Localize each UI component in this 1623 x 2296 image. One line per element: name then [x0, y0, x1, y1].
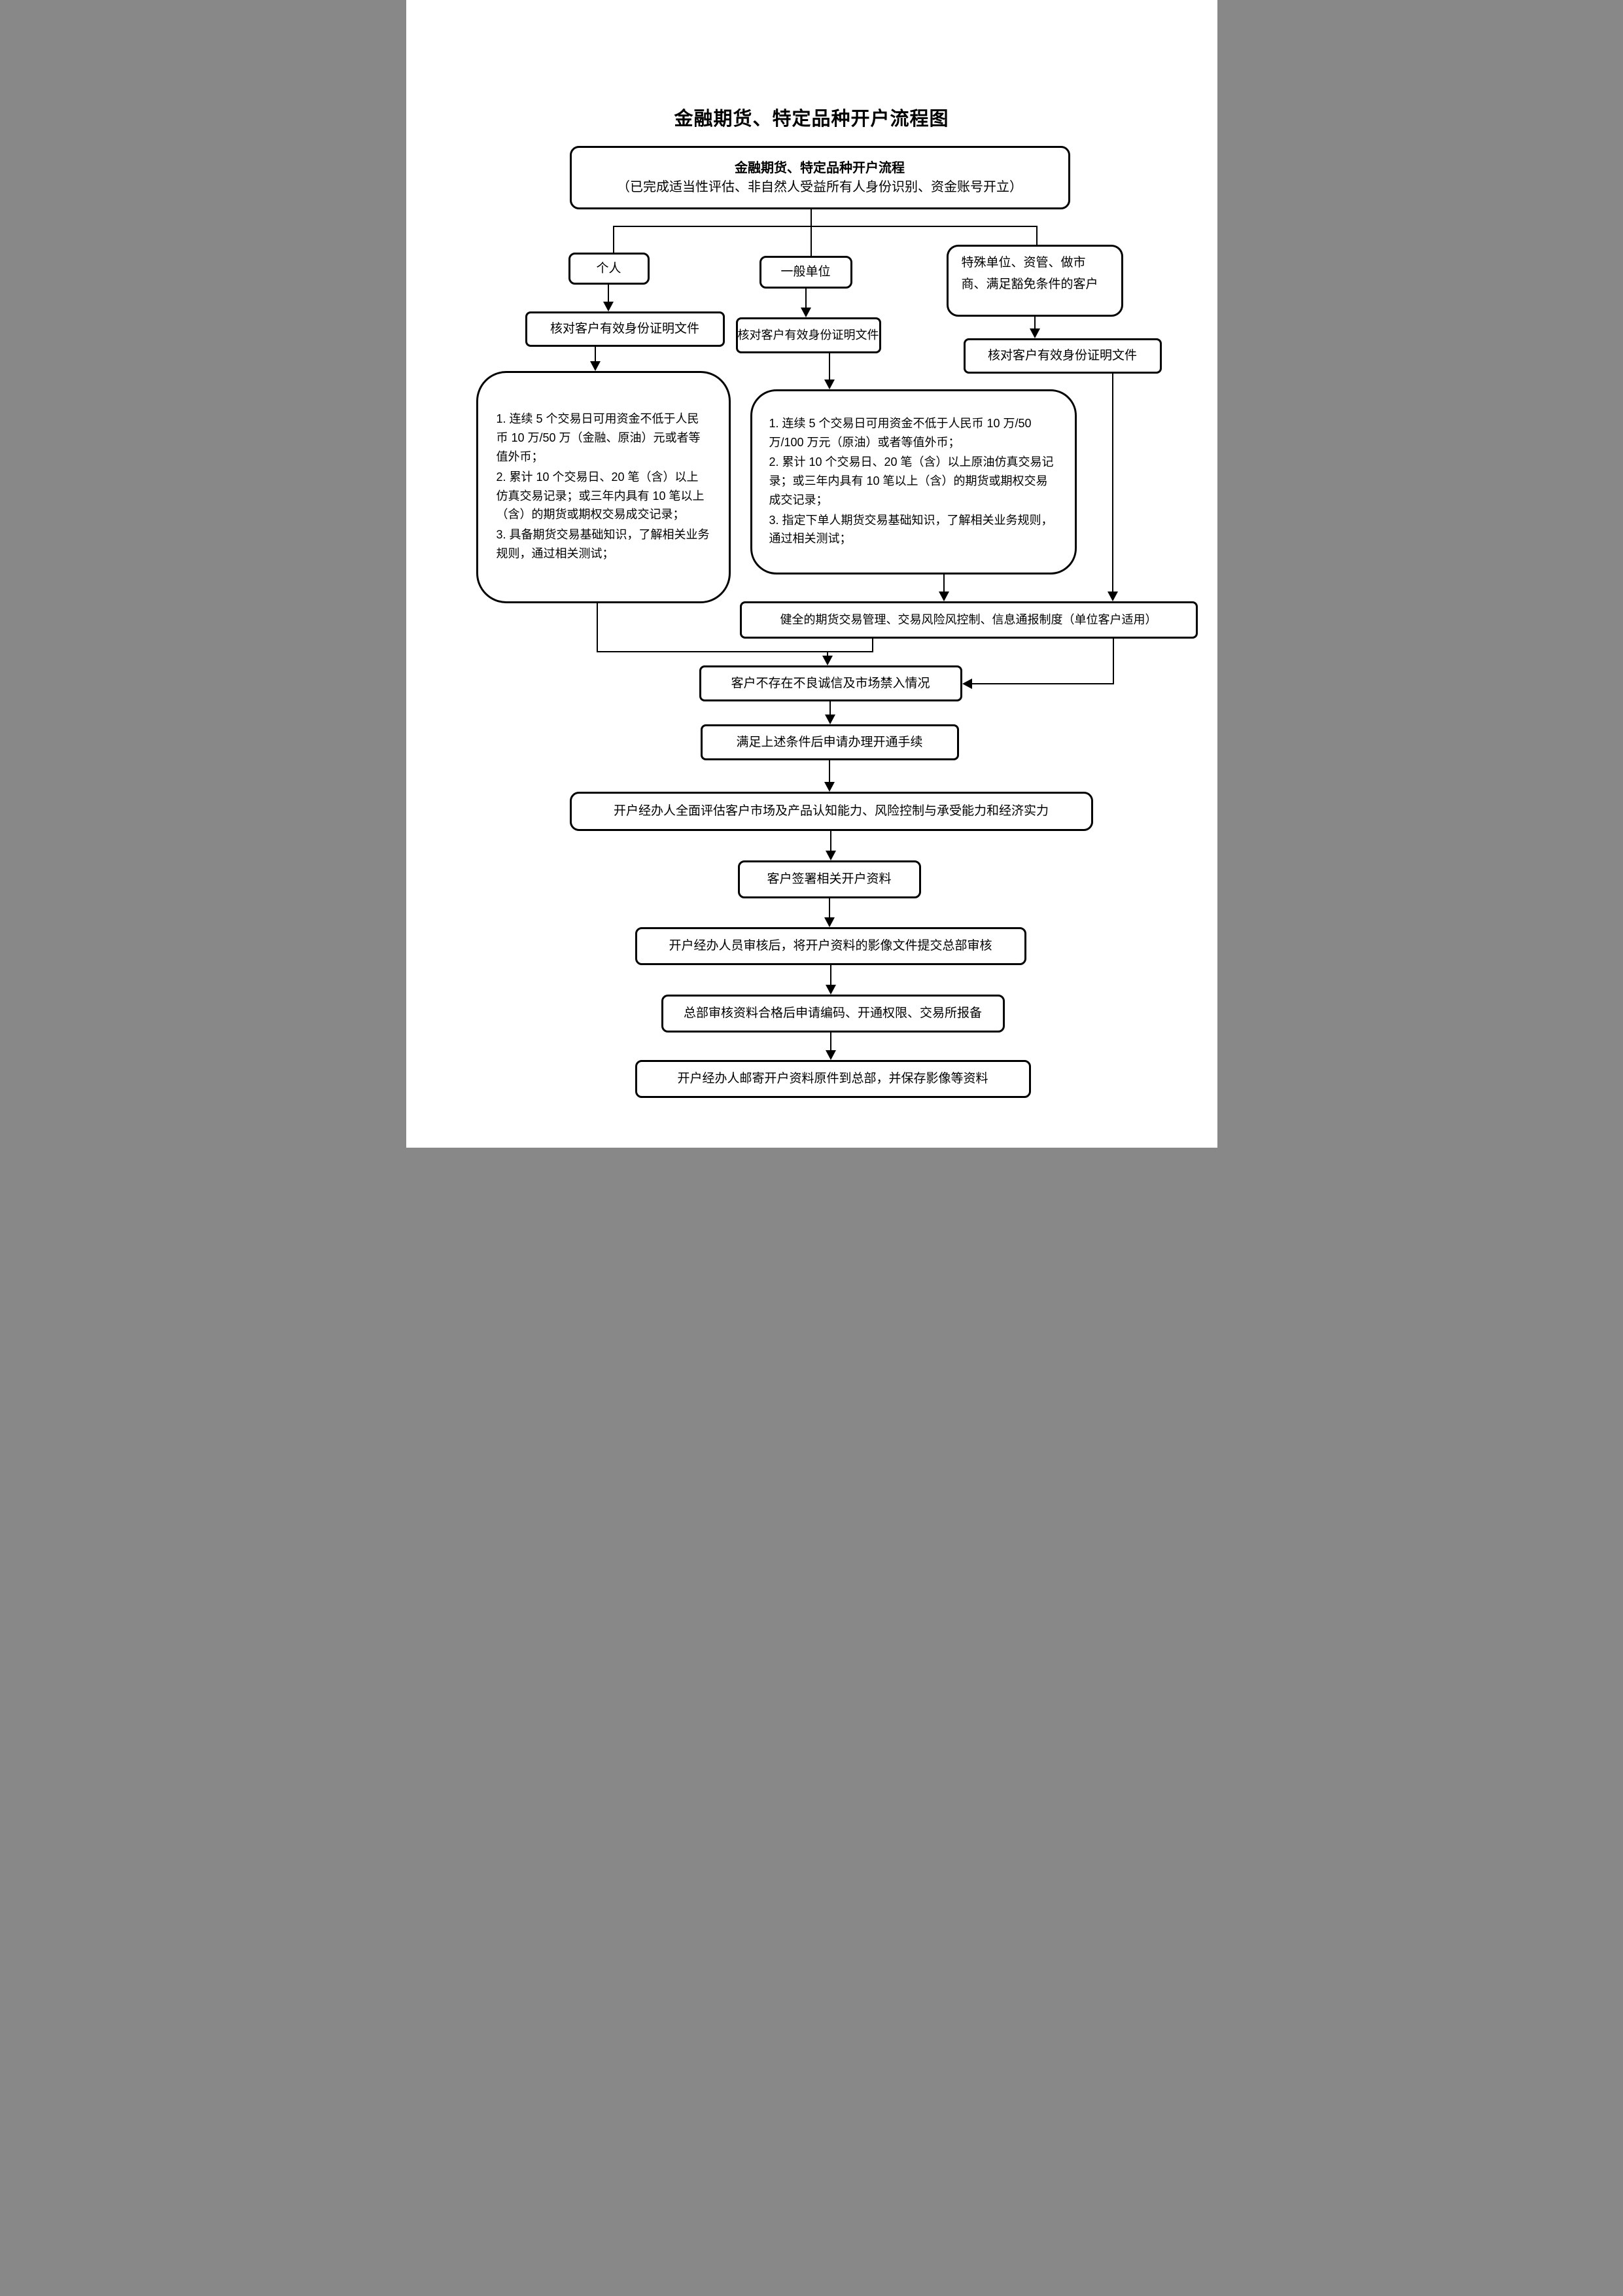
flow-line — [1112, 639, 1114, 684]
node-label: 特殊单位、资管、做市商、满足豁免条件的客户 — [961, 255, 1098, 291]
node-verify-special: 核对客户有效身份证明文件 — [963, 338, 1162, 374]
node-label: 开户经办人邮寄开户资料原件到总部，并保存影像等资料 — [677, 1072, 988, 1086]
flow-line — [971, 683, 1114, 684]
arrow-down-icon — [938, 592, 949, 601]
node-mail-docs: 开户经办人邮寄开户资料原件到总部，并保存影像等资料 — [635, 1060, 1031, 1098]
arrow-down-icon — [825, 985, 836, 995]
node-hq-review: 总部审核资料合格后申请编码、开通权限、交易所报备 — [661, 995, 1005, 1033]
criteria-item: 2. 累计 10 个交易日、20 笔（含）以上仿真交易记录；或三年内具有 10 … — [496, 470, 705, 521]
node-submit-hq: 开户经办人员审核后，将开户资料的影像文件提交总部审核 — [635, 927, 1026, 965]
flow-line — [829, 701, 831, 715]
node-label: 核对客户有效身份证明文件 — [987, 349, 1137, 363]
criteria-item: 3. 具备期货交易基础知识，了解相关业务规则，通过相关测试； — [496, 528, 710, 560]
flow-line — [829, 831, 831, 851]
node-label: 核对客户有效身份证明文件 — [550, 322, 699, 336]
arrow-down-icon — [589, 361, 601, 371]
node-label: 开户经办人员审核后，将开户资料的影像文件提交总部审核 — [669, 939, 992, 953]
node-apply-open: 满足上述条件后申请办理开通手续 — [700, 724, 959, 760]
flow-line — [607, 285, 609, 302]
flow-line — [829, 1033, 831, 1051]
node-sign: 客户签署相关开户资料 — [737, 860, 921, 898]
flow-line — [612, 226, 1038, 227]
node-criteria-general-unit: 1. 连续 5 个交易日可用资金不低于人民币 10 万/50 万/100 万元（… — [750, 389, 1077, 574]
criteria-item: 1. 连续 5 个交易日可用资金不低于人民币 10 万/50 万/100 万元（… — [769, 416, 1032, 449]
node-individual: 个人 — [568, 253, 650, 285]
node-label: 核对客户有效身份证明文件 — [737, 328, 879, 342]
arrow-down-icon — [824, 715, 835, 724]
arrow-down-icon — [602, 302, 614, 311]
flow-line — [805, 289, 807, 308]
flow-line — [943, 574, 945, 592]
page-title: 金融期货、特定品种开户流程图 — [674, 109, 949, 130]
arrow-down-icon — [824, 782, 835, 792]
arrow-down-icon — [824, 917, 835, 927]
start-title: 金融期货、特定品种开户流程 — [735, 160, 905, 175]
node-evaluate: 开户经办人全面评估客户市场及产品认知能力、风险控制与承受能力和经济实力 — [569, 792, 1093, 831]
flow-line — [828, 760, 830, 783]
arrow-down-icon — [824, 380, 835, 389]
criteria-item: 2. 累计 10 个交易日、20 笔（含）以上原油仿真交易记录；或三年内具有 1… — [769, 455, 1054, 506]
flow-line — [596, 603, 598, 652]
criteria-item: 3. 指定下单人期货交易基础知识，了解相关业务规则，通过相关测试； — [769, 513, 1053, 546]
flow-line — [828, 898, 830, 918]
node-label: 健全的期货交易管理、交易风险风控制、信息通报制度（单位客户适用） — [780, 613, 1157, 627]
start-subtitle: （已完成适当性评估、非自然人受益所有人身份识别、资金账号开立） — [617, 179, 1022, 194]
flow-line — [871, 639, 873, 652]
node-criteria-individual: 1. 连续 5 个交易日可用资金不低于人民币 10 万/50 万（金融、原油）元… — [476, 371, 731, 603]
node-label: 满足上述条件后申请办理开通手续 — [736, 735, 923, 749]
flow-line — [1111, 374, 1113, 592]
flow-line — [594, 347, 596, 362]
node-label: 一般单位 — [780, 265, 831, 279]
flow-line — [1036, 226, 1038, 245]
node-verify-individual: 核对客户有效身份证明文件 — [525, 311, 725, 347]
arrow-down-icon — [1107, 592, 1118, 601]
criteria-item: 1. 连续 5 个交易日可用资金不低于人民币 10 万/50 万（金融、原油）元… — [496, 412, 701, 463]
arrow-down-icon — [825, 851, 836, 860]
node-special: 特殊单位、资管、做市商、满足豁免条件的客户 — [946, 245, 1123, 317]
node-general-unit: 一般单位 — [759, 256, 852, 289]
node-label: 客户不存在不良诚信及市场禁入情况 — [731, 676, 930, 690]
node-no-bad-credit: 客户不存在不良诚信及市场禁入情况 — [699, 665, 962, 701]
flow-line — [810, 209, 812, 226]
node-label: 客户签署相关开户资料 — [767, 872, 892, 887]
node-label: 总部审核资料合格后申请编码、开通权限、交易所报备 — [683, 1006, 982, 1021]
flow-line — [1034, 317, 1036, 329]
node-sound-system: 健全的期货交易管理、交易风险风控制、信息通报制度（单位客户适用） — [739, 601, 1198, 639]
flow-line — [829, 965, 831, 985]
arrow-down-icon — [1029, 328, 1040, 338]
flow-line — [810, 226, 812, 256]
arrow-down-icon — [825, 1050, 836, 1060]
node-label: 个人 — [596, 261, 621, 275]
arrow-left-icon — [962, 679, 972, 689]
arrow-down-icon — [800, 308, 811, 317]
arrow-down-icon — [822, 656, 833, 665]
flow-line — [612, 226, 614, 253]
node-label: 开户经办人全面评估客户市场及产品认知能力、风险控制与承受能力和经济实力 — [613, 804, 1049, 819]
flow-line — [828, 353, 830, 380]
flow-line — [826, 651, 828, 657]
flow-line — [596, 651, 873, 652]
node-start: 金融期货、特定品种开户流程 （已完成适当性评估、非自然人受益所有人身份识别、资金… — [569, 146, 1070, 209]
node-verify-general-unit: 核对客户有效身份证明文件 — [735, 317, 881, 353]
flowchart-page: 金融期货、特定品种开户流程图 金融期货、特定品种开户流程 （已完成适当性评估、非… — [406, 0, 1217, 1148]
